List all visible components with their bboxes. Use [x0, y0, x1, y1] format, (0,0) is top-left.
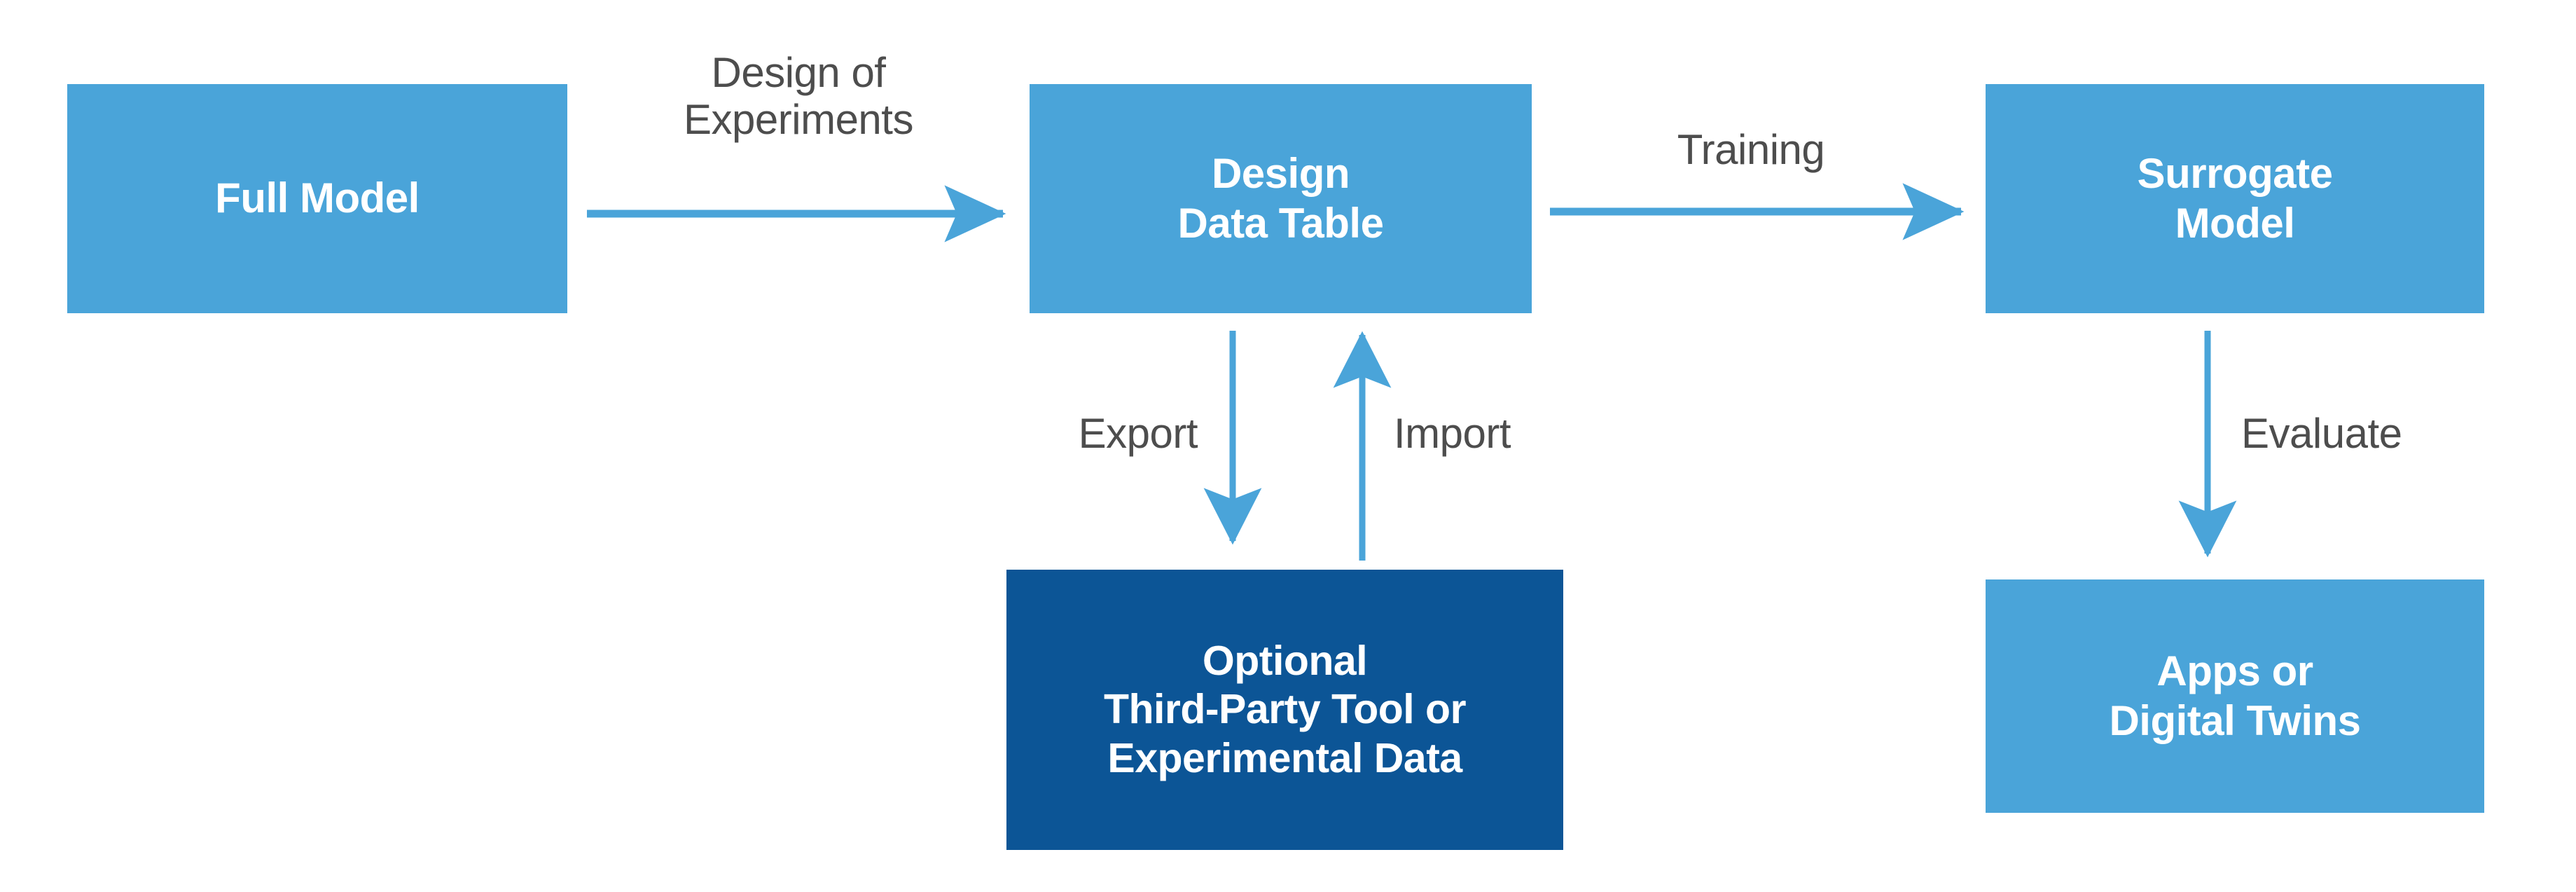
node-design-data-table[interactable]: Design Data Table	[1030, 84, 1532, 313]
node-surrogate-model[interactable]: Surrogate Model	[1986, 84, 2484, 313]
node-third-party-tool-label: Optional Third-Party Tool or Experimenta…	[1103, 637, 1467, 781]
node-apps-digital-twins[interactable]: Apps or Digital Twins	[1986, 579, 2484, 813]
node-full-model-label: Full Model	[215, 174, 420, 222]
node-design-data-table-label: Design Data Table	[1177, 149, 1384, 247]
node-third-party-tool[interactable]: Optional Third-Party Tool or Experimenta…	[1006, 570, 1563, 850]
node-apps-digital-twins-label: Apps or Digital Twins	[2109, 647, 2361, 744]
edge-label-evaluate: Evaluate	[2241, 410, 2402, 457]
edge-label-design-of-experiments: Design of Experiments	[684, 49, 913, 144]
node-full-model[interactable]: Full Model	[67, 84, 567, 313]
edge-label-training: Training	[1677, 126, 1825, 173]
edge-label-import: Import	[1394, 410, 1511, 457]
node-surrogate-model-label: Surrogate Model	[2137, 149, 2333, 247]
edge-label-export: Export	[1078, 410, 1198, 457]
